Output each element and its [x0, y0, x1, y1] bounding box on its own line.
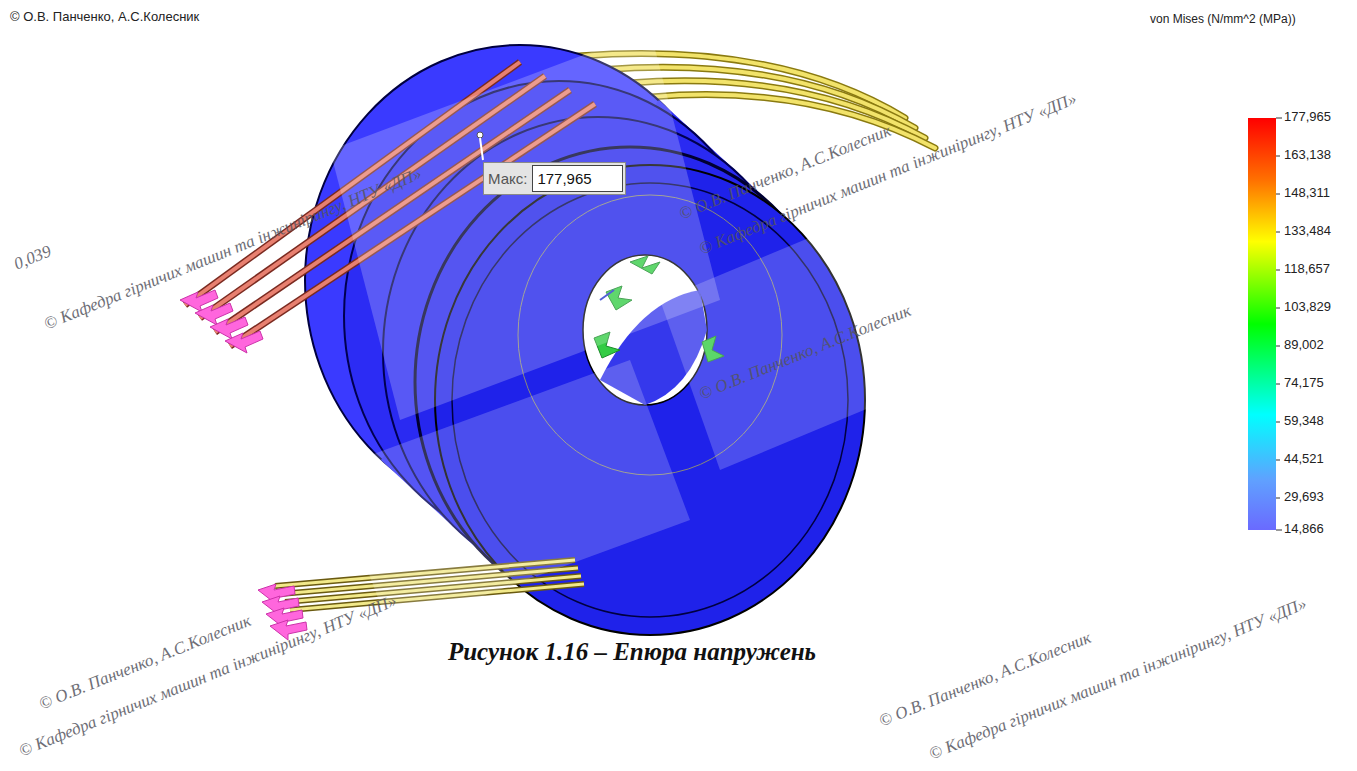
- watermark-panels: [330, 30, 960, 630]
- scale-value: 118,657: [1284, 261, 1330, 276]
- scale-value: 103,829: [1284, 299, 1331, 314]
- scale-value: 44,521: [1284, 451, 1324, 466]
- callout-value: 177,965: [532, 165, 622, 192]
- scale-value: 133,484: [1284, 223, 1331, 238]
- scale-value: 74,175: [1284, 375, 1324, 390]
- scale-value: 148,311: [1284, 185, 1330, 200]
- legend-title: von Mises (N/mm^2 (MPa)): [1150, 12, 1296, 26]
- max-callout: Макс:177,965: [483, 162, 626, 195]
- force-arrows: [180, 290, 307, 640]
- color-bar: [1248, 118, 1276, 530]
- leader-line: [480, 138, 483, 160]
- callout-key: Макс:: [488, 170, 532, 187]
- scale-value: 29,693: [1284, 489, 1324, 504]
- color-bar-ticks: [1276, 118, 1282, 530]
- watermark: 0,039: [11, 241, 54, 274]
- scale-value: 14,866: [1284, 521, 1324, 536]
- scale-value: 177,965: [1284, 109, 1331, 124]
- label: © О.В. Панченко, А.С.Колесник: [10, 9, 199, 24]
- scale-value: 163,138: [1284, 147, 1331, 162]
- max-point: [477, 132, 483, 138]
- scale-value: 89,002: [1284, 337, 1324, 352]
- scale-value: 59,348: [1284, 413, 1324, 428]
- watermark: © Кафедра гірничих машин та інжинірингу,…: [16, 591, 399, 761]
- figure-caption: Рисунок 1.16 – Епюра напружень: [448, 638, 816, 666]
- watermark: © О.В. Панченко, А.С.Колесник: [876, 628, 1094, 731]
